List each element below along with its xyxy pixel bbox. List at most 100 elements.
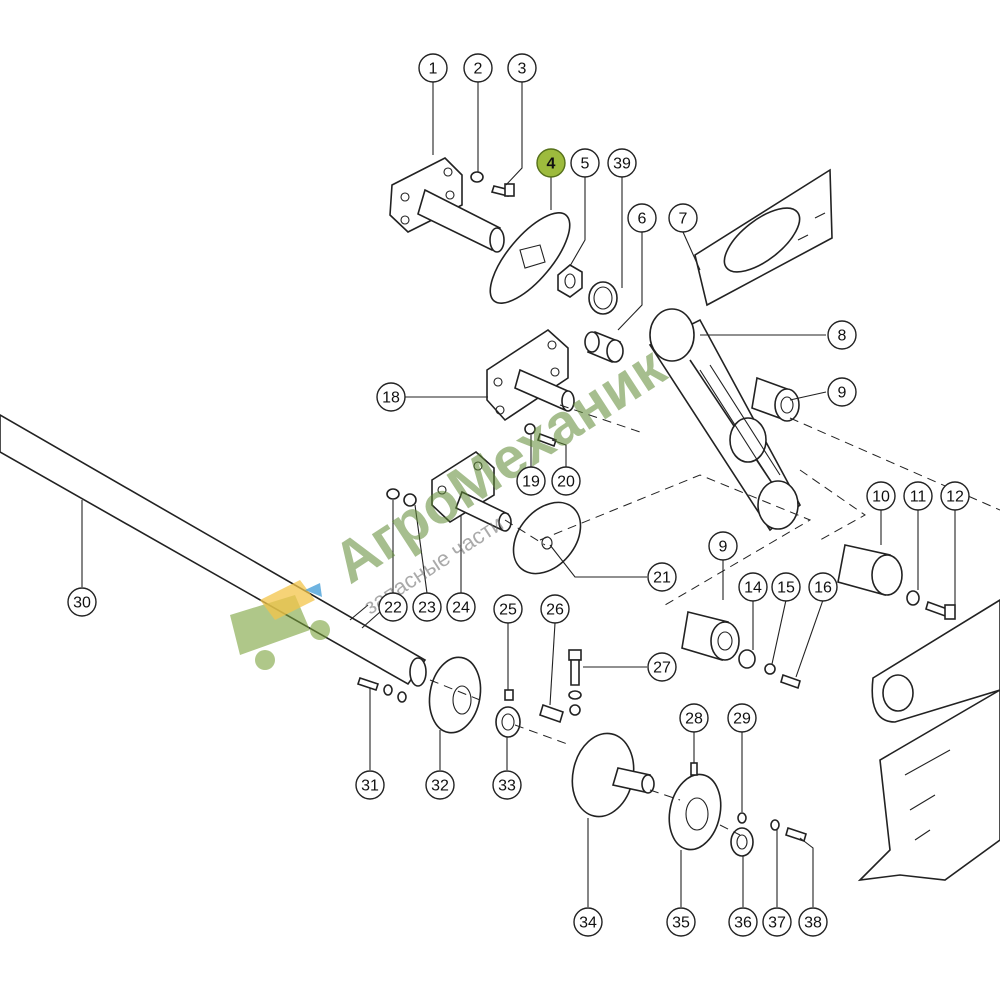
callout-label: 37 (768, 915, 786, 932)
callout-label: 3 (518, 61, 527, 78)
part-washer-23 (403, 493, 417, 507)
callout-29: 29 (727, 703, 757, 733)
assembly-lines (429, 404, 1000, 836)
callout-circle (647, 652, 677, 682)
callout-21: 21 (647, 562, 677, 592)
callout-23: 23 (412, 592, 442, 622)
callout-label: 9 (719, 539, 728, 556)
callout-label: 28 (685, 711, 703, 728)
callout-26: 26 (540, 594, 570, 624)
callout-14: 14 (738, 572, 768, 602)
callout-circle (446, 592, 476, 622)
callout-circle (516, 466, 546, 496)
callout-circle (573, 907, 603, 937)
part-bearing-33 (495, 706, 521, 738)
callout-circle (666, 907, 696, 937)
callout-circle (679, 703, 709, 733)
callout-circle (728, 907, 758, 937)
part-bolt-27 (568, 649, 582, 716)
callout-label: 38 (804, 915, 822, 932)
part-bolt-12 (925, 600, 956, 620)
callout-9: 9 (827, 377, 857, 407)
callout-33: 33 (492, 770, 522, 800)
callout-25: 25 (493, 594, 523, 624)
callout-label: 23 (418, 600, 436, 617)
callout-circle (738, 572, 768, 602)
callout-1: 1 (418, 53, 448, 83)
callout-label: 9 (838, 385, 847, 402)
callout-22: 22 (378, 592, 408, 622)
callout-label: 26 (546, 602, 564, 619)
callout-4-highlighted: 4 (536, 148, 566, 178)
callout-label: 10 (872, 489, 890, 506)
part-bolt-38 (785, 826, 807, 843)
callout-circle (412, 592, 442, 622)
part-disc-21 (512, 501, 582, 575)
part-washer-37 (770, 819, 780, 831)
part-washer-11 (906, 590, 920, 606)
callout-label: 39 (613, 156, 631, 173)
callout-circle (903, 481, 933, 511)
callout-circle (376, 382, 406, 412)
callout-label: 36 (734, 915, 752, 932)
callout-6: 6 (627, 203, 657, 233)
callout-circle (551, 466, 581, 496)
callout-circle (647, 562, 677, 592)
part-bracket-24 (431, 451, 512, 532)
part-flange-34 (571, 732, 655, 818)
callout-circle (378, 592, 408, 622)
part-washer-14 (738, 649, 756, 669)
part-nut-22 (386, 488, 400, 500)
callout-circle (762, 907, 792, 937)
callout-circle (355, 770, 385, 800)
callout-3: 3 (507, 53, 537, 83)
callout-8: 8 (827, 320, 857, 350)
callout-label: 21 (653, 570, 671, 587)
callout-circle (570, 148, 600, 178)
part-flange-32 (428, 656, 482, 734)
part-ring-39 (588, 281, 618, 315)
callout-label: 33 (498, 778, 516, 795)
part-bracket-18 (486, 328, 575, 422)
callout-label: 12 (946, 489, 964, 506)
callout-label: 29 (733, 711, 751, 728)
callout-circle (727, 703, 757, 733)
callout-label: 32 (431, 778, 449, 795)
callout-27: 27 (647, 652, 677, 682)
part-bushing-9-lower (681, 611, 740, 662)
part-bolt-31 (356, 676, 407, 703)
callout-label: 35 (672, 915, 690, 932)
part-nut-36 (730, 827, 754, 857)
part-bolt-20 (536, 432, 558, 448)
callout-39: 39 (607, 148, 637, 178)
callout-label: 1 (429, 61, 438, 78)
callout-label: 14 (744, 580, 762, 597)
callout-label: 30 (73, 595, 91, 612)
part-washer-2 (470, 171, 484, 183)
callout-label: 22 (384, 600, 402, 617)
callout-label: 4 (547, 156, 556, 173)
callout-circle (827, 320, 857, 350)
callout-circle (67, 587, 97, 617)
callout-32: 32 (425, 770, 455, 800)
callout-5: 5 (570, 148, 600, 178)
callout-2: 2 (463, 53, 493, 83)
callout-label: 19 (522, 474, 540, 491)
callout-label: 5 (581, 156, 590, 173)
part-key-26 (539, 703, 564, 724)
part-washer-15 (764, 663, 776, 675)
callout-9: 9 (708, 531, 738, 561)
callout-37: 37 (762, 907, 792, 937)
callout-label: 31 (361, 778, 379, 795)
part-bushing-6 (584, 330, 624, 364)
callout-circle (425, 770, 455, 800)
part-washer-19 (524, 423, 536, 435)
tractor-logo (230, 580, 330, 670)
callout-31: 31 (355, 770, 385, 800)
callout-label: 8 (838, 328, 847, 345)
callout-36: 36 (728, 907, 758, 937)
callout-30: 30 (67, 587, 97, 617)
part-flange-35 (668, 762, 722, 851)
callout-label: 25 (499, 602, 517, 619)
part-grease-29 (737, 812, 747, 824)
